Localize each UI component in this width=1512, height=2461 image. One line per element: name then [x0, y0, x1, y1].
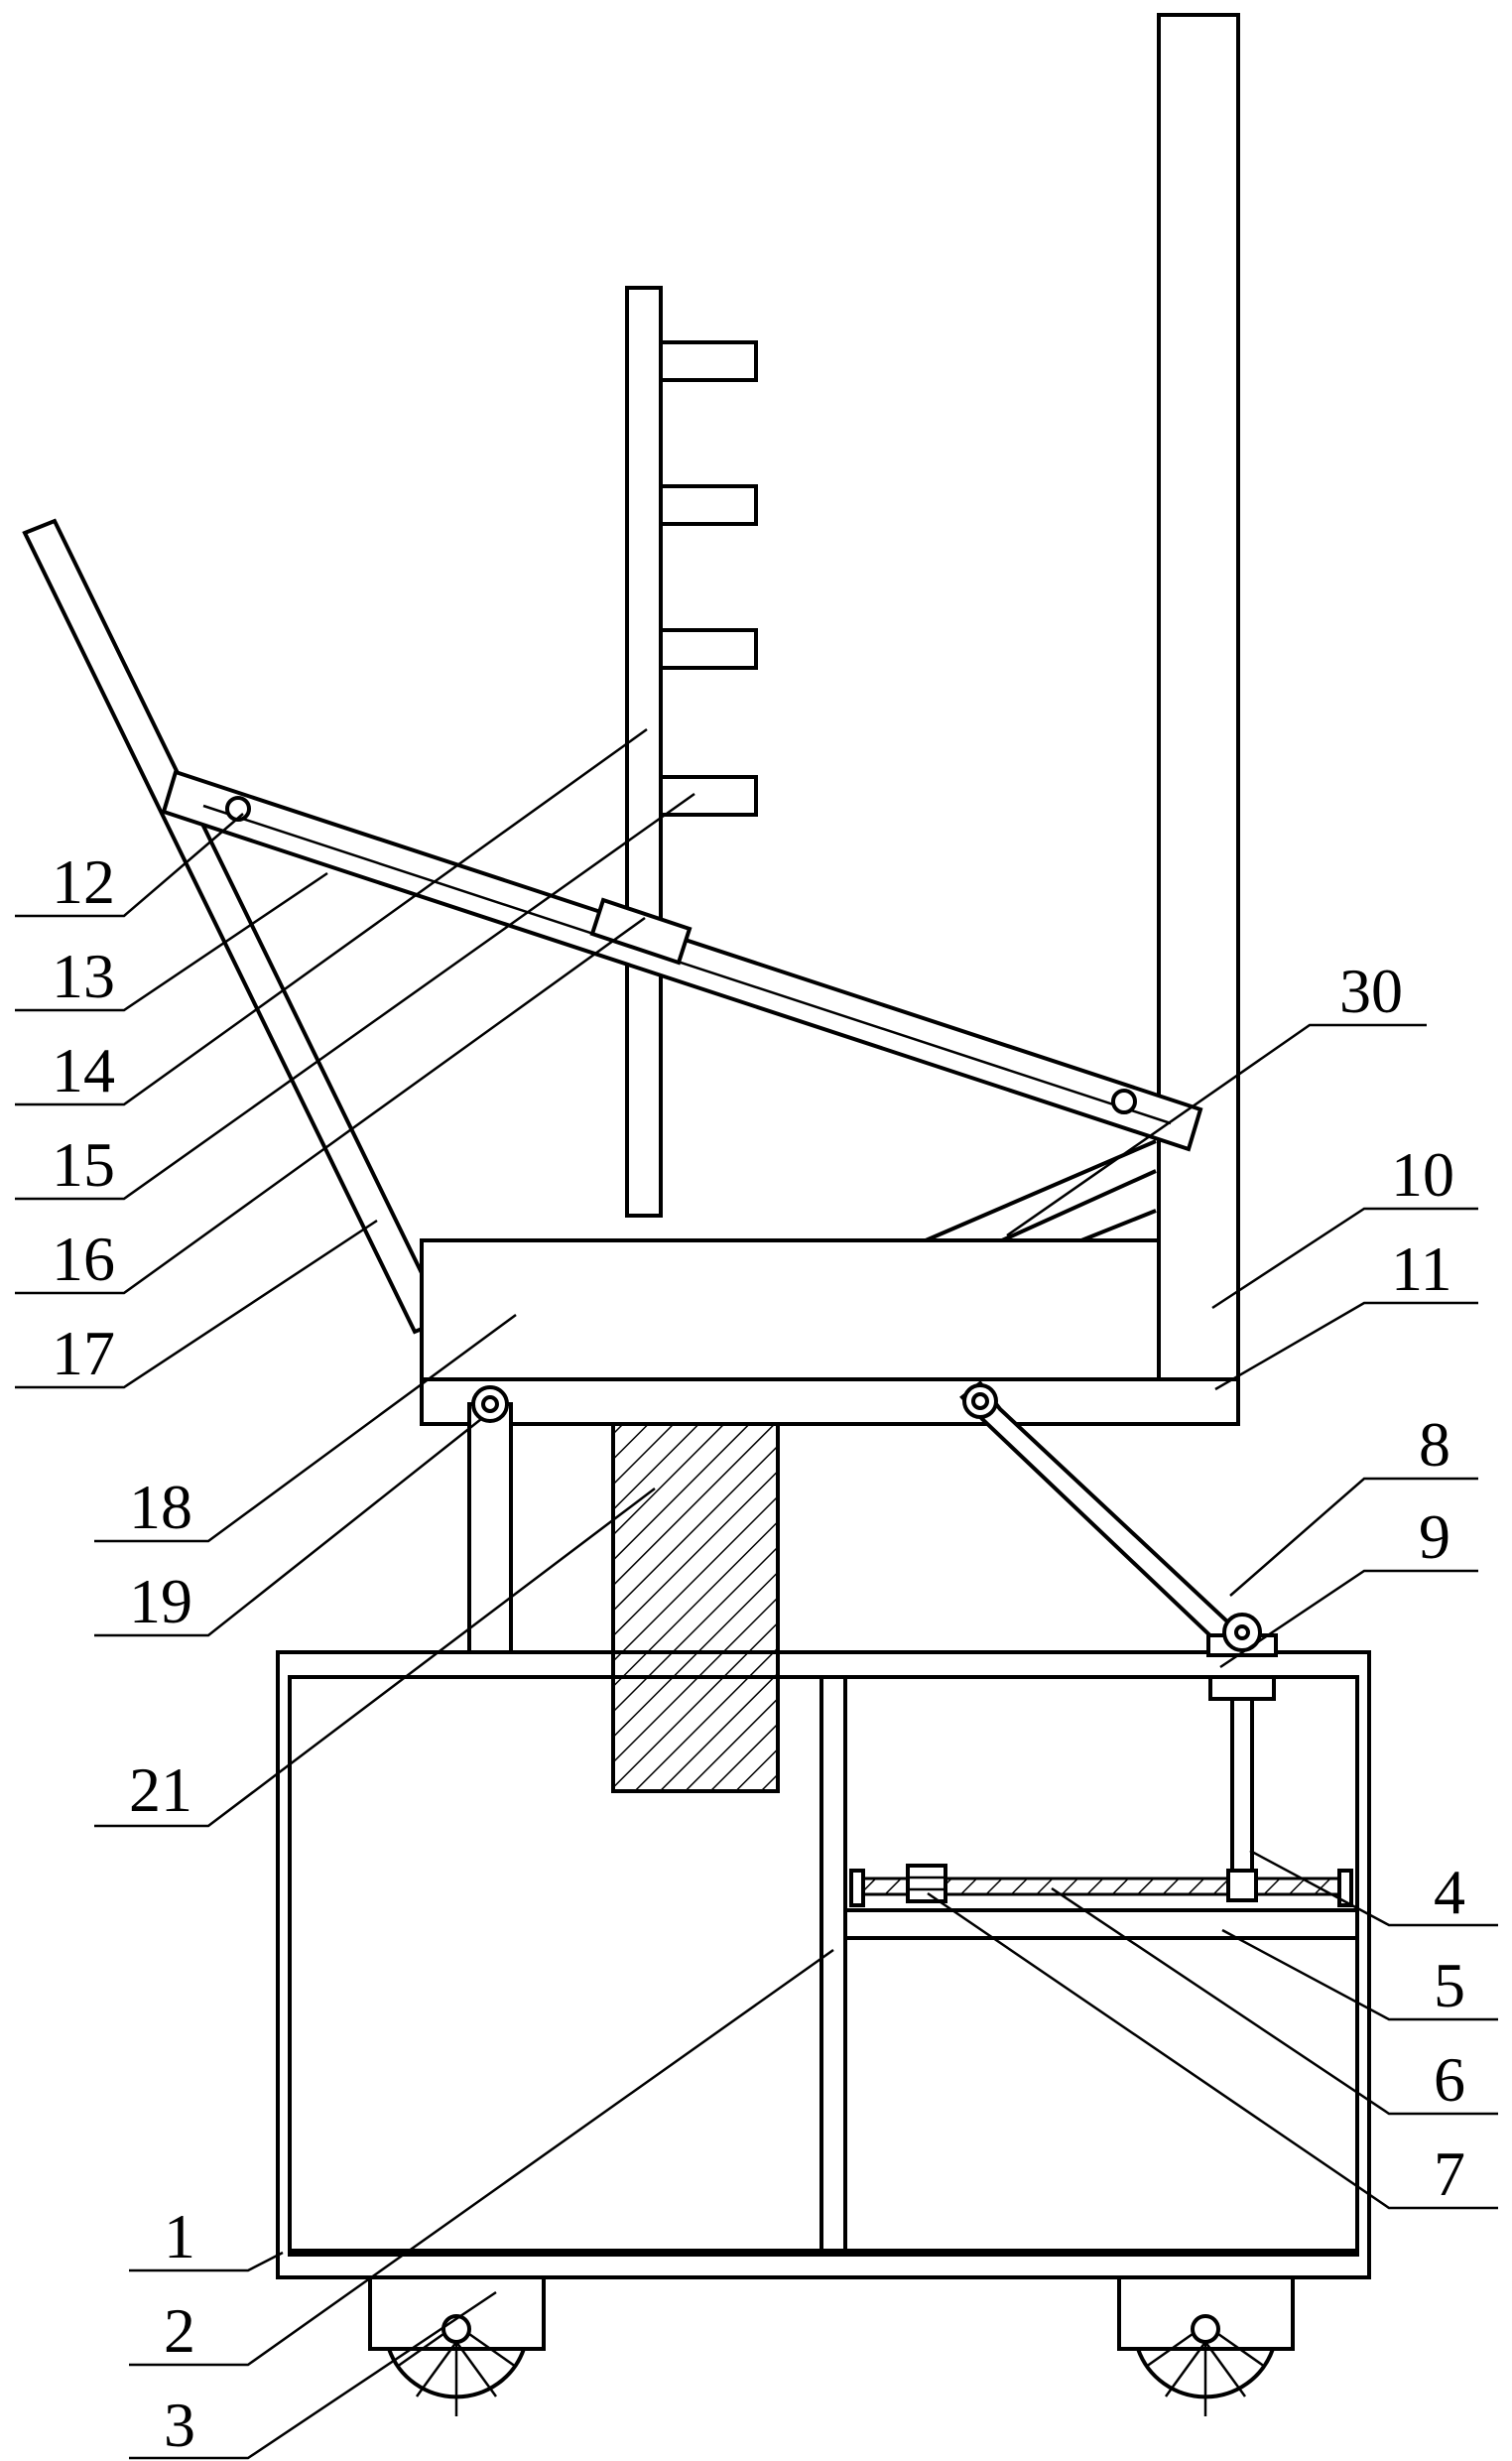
left-link-rod [467, 1385, 513, 1654]
label-4: 4 [1434, 1857, 1465, 1927]
pivot-pin-left [225, 796, 251, 822]
rack-rung-1 [659, 340, 758, 382]
base-plate [420, 1377, 1240, 1426]
label-6: 6 [1434, 2044, 1465, 2115]
screw-nut [906, 1864, 947, 1903]
lead-screw-assembly [849, 1864, 1353, 1907]
reference-numerals: 12 13 14 15 16 17 18 19 21 1 2 3 30 10 1… [52, 846, 1465, 2460]
rack-rung-3 [659, 628, 758, 670]
label-15: 15 [52, 1129, 115, 1200]
label-10: 10 [1391, 1139, 1454, 1210]
rack-rung-2 [659, 484, 758, 526]
label-7: 7 [1434, 2138, 1465, 2209]
label-5: 5 [1434, 1950, 1465, 2020]
rack-rung-4 [659, 775, 758, 817]
cabinet-partition [819, 1675, 847, 2257]
label-11: 11 [1391, 1233, 1452, 1304]
label-13: 13 [52, 941, 115, 1011]
label-14: 14 [52, 1035, 115, 1105]
label-8: 8 [1419, 1409, 1450, 1480]
slider-block [589, 897, 693, 966]
inclined-plate [161, 769, 1203, 1152]
label-18: 18 [129, 1472, 192, 1542]
right-wheel [1117, 2275, 1295, 2416]
label-19: 19 [129, 1566, 192, 1636]
label-30: 30 [1339, 956, 1403, 1026]
vertical-guide-rod [1206, 1613, 1278, 1902]
lifting-column [611, 1422, 780, 1793]
label-9: 9 [1419, 1501, 1450, 1572]
inner-rack-post [625, 286, 758, 1218]
seat-box [420, 1238, 1161, 1381]
label-12: 12 [52, 846, 115, 917]
right-compartment-shelf [843, 1908, 1359, 1940]
label-2: 2 [164, 2295, 195, 2366]
leader-lines [15, 727, 1498, 2460]
label-17: 17 [52, 1318, 115, 1388]
left-wheel [368, 2275, 546, 2416]
label-16: 16 [52, 1224, 115, 1294]
left-inclined-rod [22, 518, 447, 1335]
label-3: 3 [164, 2390, 195, 2460]
label-1: 1 [164, 2201, 195, 2271]
right-diagonal-link [959, 1380, 1254, 1651]
pivot-pin-right [1111, 1089, 1137, 1114]
label-21: 21 [129, 1754, 192, 1825]
tall-backrest-column [1157, 13, 1240, 1381]
